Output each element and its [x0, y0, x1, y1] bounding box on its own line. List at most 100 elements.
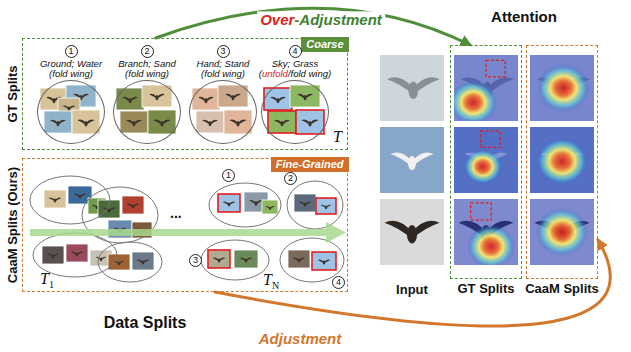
thumbnail	[42, 246, 64, 264]
bird-body	[79, 194, 81, 198]
bird-body	[308, 121, 311, 127]
thumbnail	[316, 198, 336, 214]
bird-body	[269, 207, 271, 210]
edge-label: Over-Adjustment	[257, 11, 385, 28]
thumbnail	[196, 111, 224, 133]
fine-grained-tag: Fine-Grained	[271, 157, 349, 172]
callout-number: 2	[284, 172, 297, 185]
thumbnail	[234, 250, 258, 268]
attention-blob	[536, 208, 589, 256]
split-ellipse	[30, 176, 110, 224]
callout-number: 4	[289, 45, 302, 58]
thumbnail-photo	[296, 110, 324, 134]
callout-number: 1	[65, 45, 78, 58]
bird-photo	[454, 199, 518, 265]
column-heading: Input	[396, 283, 428, 298]
set-symbol: T	[333, 128, 342, 146]
bird-body	[57, 121, 60, 126]
bird-body	[228, 202, 230, 206]
bird-body	[133, 121, 136, 126]
bird-body	[298, 258, 300, 262]
photo-background	[380, 127, 444, 193]
gt-attention-column: GT Splits	[450, 45, 522, 279]
attention-overlay	[530, 199, 594, 265]
thumbnail	[312, 252, 336, 270]
thumbnail-photo	[288, 250, 310, 268]
callout-number: 3	[189, 254, 202, 267]
caption-text: (fold wing)	[49, 69, 93, 79]
thumbnail-photo	[224, 110, 252, 134]
photo-background	[530, 55, 594, 121]
column-heading: CaaM Splits	[525, 282, 599, 297]
thumbnail-photo	[268, 111, 296, 133]
edge-label: Adjustment	[256, 330, 345, 347]
thumbnail-photo	[142, 85, 172, 107]
thumbnail-photo	[312, 252, 336, 270]
caam-attention-column: CaaM Splits	[526, 45, 598, 279]
attention-blob	[536, 137, 589, 185]
bird-body	[100, 258, 102, 262]
thumbnail-photo	[208, 250, 230, 268]
split-cluster: 2Branch; Sand(fold wing)	[113, 80, 181, 144]
split-cluster: 3Hand; Stand(fold wing)	[189, 80, 257, 144]
caam-splits-panel: CaaM Splits (Ours)Fine-Grained	[22, 158, 348, 292]
thumbnail	[264, 88, 292, 110]
bird-body	[325, 206, 327, 210]
bird-body	[408, 156, 416, 170]
thumbnail	[208, 250, 230, 268]
thumbnail-photo	[44, 190, 66, 208]
caption-text: (fold wing)	[201, 69, 245, 79]
caption-text: (fold wing)	[125, 69, 169, 79]
thumbnail-photo	[148, 110, 176, 134]
section-heading: Attention	[491, 8, 557, 25]
bird-body	[232, 95, 235, 100]
section-heading: Data Splits	[104, 314, 187, 332]
thumbnail	[132, 252, 154, 270]
thumbnail	[218, 85, 248, 107]
bird-body	[160, 121, 163, 127]
photo-background	[380, 55, 444, 121]
split-cluster: 4Sky; Grass(unfold/fold wing)	[261, 80, 329, 144]
thumbnail	[288, 250, 310, 268]
thumbnail-photo	[66, 244, 88, 262]
bird-body	[132, 204, 134, 208]
bird-photo	[454, 127, 518, 193]
thumbnail-photo	[116, 88, 144, 110]
thumbnail	[66, 244, 88, 262]
photo-background	[530, 199, 594, 265]
photo-background	[380, 199, 444, 265]
bird-body	[53, 98, 56, 103]
bird-photo	[380, 199, 444, 265]
thumbnail-photo	[218, 85, 248, 107]
spurious-region-box	[486, 60, 505, 77]
bird-body	[407, 225, 417, 243]
bird-body	[304, 202, 306, 206]
thumbnail-photo	[72, 110, 100, 134]
thumbnail	[44, 190, 66, 208]
text-run: 1	[49, 279, 54, 290]
callout-number: 2	[141, 45, 154, 58]
split-ellipse	[201, 240, 269, 280]
attention-overlay	[530, 55, 594, 121]
split-ellipse	[209, 183, 281, 227]
bird-body	[52, 254, 54, 258]
bird-body	[156, 95, 159, 100]
thumbnail	[148, 110, 176, 134]
attention-overlay	[454, 127, 518, 193]
photo-background	[454, 127, 518, 193]
text-run: unfold	[262, 68, 288, 79]
thumbnail	[72, 110, 100, 134]
bird-photo	[454, 55, 518, 121]
thumbnail-photo	[44, 111, 72, 133]
bird-body	[255, 201, 258, 206]
thumbnail-photo	[234, 250, 258, 268]
thumbnail	[142, 85, 172, 107]
thumbnail	[120, 111, 148, 133]
bird-wings	[95, 257, 106, 261]
attention-blob	[467, 225, 515, 265]
thumbnail	[108, 254, 130, 270]
thumbnail	[224, 110, 252, 134]
bird-body	[142, 260, 144, 264]
